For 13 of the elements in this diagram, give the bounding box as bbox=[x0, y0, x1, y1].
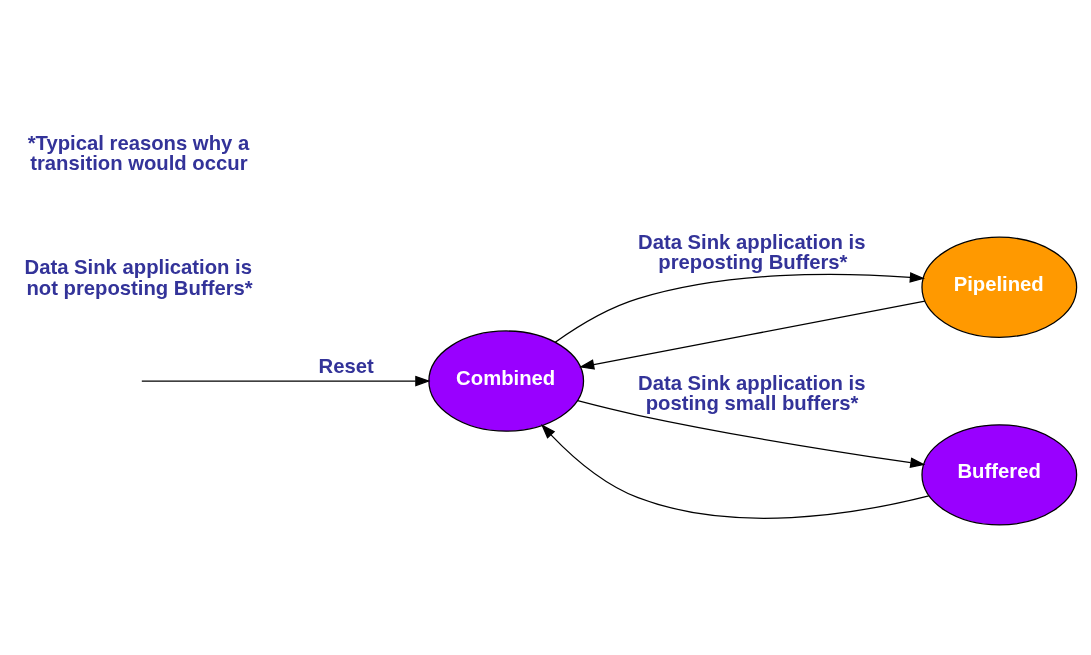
label: Data Sink application is not preposting Buffers* bbox=[24, 256, 253, 299]
edge-label: Reset bbox=[318, 355, 374, 378]
label: *Typical reasons why a transition would occur bbox=[27, 132, 250, 175]
arrow bbox=[579, 300, 926, 370]
edge-label: Data Sink application is preposting Buffers* bbox=[638, 230, 866, 274]
node-ellipse: Buffered bbox=[921, 424, 1078, 526]
arrow bbox=[554, 272, 925, 343]
arrow bbox=[141, 375, 431, 387]
edge-label: Data Sink application is posting small buffers* bbox=[638, 371, 866, 414]
arrow bbox=[577, 400, 926, 468]
arrow bbox=[540, 423, 930, 519]
node-ellipse: Pipelined bbox=[921, 236, 1078, 338]
node-ellipse: Combined bbox=[428, 330, 585, 432]
